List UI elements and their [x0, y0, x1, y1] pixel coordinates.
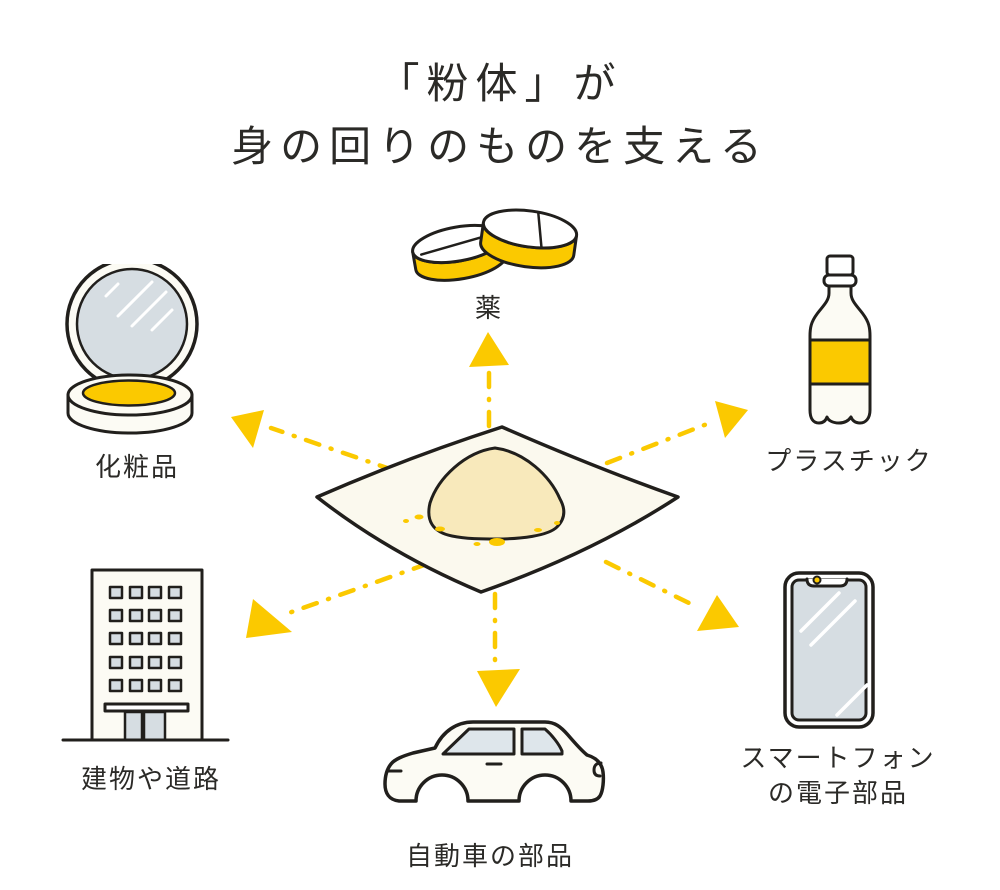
- page-title-line2: 身の回りのものを支える: [231, 122, 769, 171]
- arrow-upper-right: [604, 401, 748, 466]
- car-rear-window: [520, 727, 564, 756]
- label-car: 自動車の部品: [405, 842, 575, 872]
- label-smartphone-line1: スマートフォン: [740, 744, 936, 774]
- arrow-lower-right-head-icon: [697, 595, 739, 631]
- tablet-score-line: [537, 211, 543, 250]
- arrow-upper-left: [231, 410, 396, 473]
- powder-speck: [534, 528, 542, 532]
- arrow-lower-right-line: [603, 559, 702, 611]
- tablet-top: [481, 208, 579, 250]
- powder-specks: [403, 514, 560, 546]
- arrow-up: [469, 332, 509, 429]
- powder-speck: [489, 538, 505, 546]
- arrow-lower-left-line: [283, 561, 430, 617]
- label-cosmetics: 化粧品: [94, 453, 180, 483]
- arrow-upper-right-line: [604, 421, 710, 466]
- label-medicine: 薬: [474, 294, 504, 324]
- building-awning: [103, 702, 190, 713]
- powder-on-paper-icon: [315, 425, 680, 594]
- arrow-up-head-icon: [469, 332, 509, 367]
- car-front-window: [441, 727, 516, 756]
- smartphone-icon: [783, 571, 875, 729]
- label-plastic: プラスチック: [765, 447, 933, 477]
- powder-speck: [473, 542, 481, 546]
- phone-camera-icon: [812, 575, 822, 585]
- label-smartphone-line2: の電子部品: [767, 779, 909, 810]
- arrow-down-head-icon: [477, 669, 520, 707]
- car-rear-detail: [592, 761, 603, 778]
- arrow-lower-left: [246, 561, 430, 638]
- powder-speck: [403, 519, 409, 523]
- tablets-icon: [411, 208, 579, 282]
- bottle-label-band: [808, 338, 872, 386]
- arrow-upper-left-head-icon: [231, 410, 264, 448]
- arrow-upper-left-line: [268, 425, 396, 473]
- powder-speck: [414, 514, 424, 520]
- car-icon: [383, 720, 606, 803]
- tablet-front: [479, 208, 579, 270]
- arrow-lower-right: [603, 559, 739, 631]
- building-windows: [108, 585, 183, 693]
- compact-mirror-icon: [65, 264, 199, 435]
- bottle-neck-ring: [822, 273, 858, 288]
- screen-shine-lines: [799, 591, 869, 717]
- arrow-upper-right-head-icon: [715, 401, 748, 438]
- mirror-shine-lines: [104, 280, 174, 332]
- compact-powder-pan: [81, 379, 177, 407]
- page-title-line1: 「粉体」が: [377, 59, 623, 108]
- label-smartphone: スマートフォン の電子部品: [740, 742, 935, 812]
- powder-speck: [435, 526, 445, 532]
- arrow-down: [477, 591, 520, 707]
- plastic-bottle-icon: [808, 254, 872, 425]
- building-doors: [123, 710, 167, 742]
- building-icon: [61, 568, 230, 742]
- page-title: 「粉体」が 身の回りのものを支える: [0, 52, 1000, 178]
- powder-speck: [554, 521, 560, 525]
- label-building: 建物や道路: [80, 765, 222, 795]
- arrow-lower-left-head-icon: [246, 599, 292, 638]
- bottle-cap: [825, 254, 855, 277]
